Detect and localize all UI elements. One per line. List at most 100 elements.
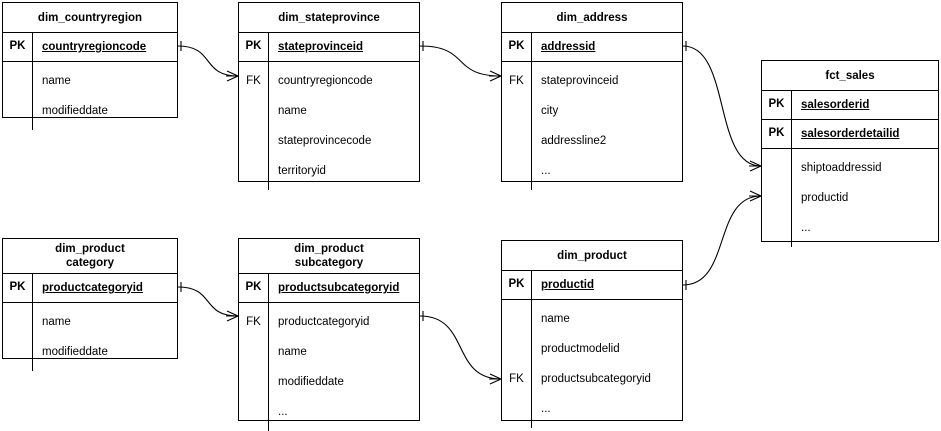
key-column: FK: [502, 300, 532, 428]
key-label-blank: [3, 307, 32, 337]
key-label-pk: PK: [3, 33, 33, 61]
attribute-row: name: [42, 75, 71, 87]
pk-column-name: stateprovinceid: [269, 33, 419, 61]
attribute-row: name: [278, 105, 307, 117]
pk-column-name: salesorderdetailid: [792, 120, 938, 148]
key-label-pk: PK: [239, 33, 269, 61]
pk-column-name: countryregioncode: [33, 33, 177, 61]
relationship-rel-product-fctsales[interactable]: [682, 190, 762, 290]
key-label-blank: [239, 397, 268, 427]
pk-row-dim_productsubcategory-0[interactable]: PK productsubcategoryid: [239, 273, 419, 302]
pk-column-name: productid: [532, 271, 682, 299]
relationship-rel-address-fctsales[interactable]: [682, 41, 762, 172]
attribute-row: ...: [541, 165, 551, 177]
pk-column-name: productsubcategoryid: [269, 274, 419, 302]
relationship-line: [419, 315, 502, 380]
relationship-rel-productcategory-subcategory[interactable]: [177, 282, 239, 322]
attribute-row: name: [278, 346, 307, 358]
attribute-row: city: [541, 105, 559, 117]
key-label-blank: [239, 156, 268, 186]
key-column: FK: [502, 62, 532, 190]
key-label-blank: [502, 334, 531, 364]
key-label-fk: FK: [509, 373, 524, 385]
pk-column-text: salesorderid: [801, 99, 870, 111]
relationship-rel-countryregion-stateprovince[interactable]: [177, 41, 239, 82]
relationship-line: [177, 45, 239, 77]
relationship-line: [177, 286, 239, 317]
key-label-fk: FK: [509, 75, 524, 87]
pk-row-fct_sales-0[interactable]: PK salesorderid: [762, 90, 938, 119]
key-label-blank: [502, 156, 531, 186]
key-label-blank: [502, 96, 531, 126]
key-label-pk: PK: [762, 91, 792, 119]
cardinality-many-crowsfoot: [226, 70, 239, 82]
key-label-pk: PK: [3, 274, 33, 302]
key-label-blank: [239, 337, 268, 367]
attribute-row: shiptoaddressid: [801, 162, 882, 174]
attribute-row: modifieddate: [42, 105, 108, 117]
key-label-blank: [502, 304, 531, 334]
attributes-section-dim_countryregion: name modifieddate: [3, 61, 177, 130]
attribute-row: ...: [801, 222, 811, 234]
attribute-row: productsubcategoryid: [541, 373, 651, 385]
cardinality-many-crowsfoot: [749, 160, 762, 172]
key-label-blank: [502, 394, 531, 424]
entity-title-dim_product: dim_product: [502, 241, 682, 270]
key-column: FK: [239, 303, 269, 431]
key-label-blank: [762, 153, 791, 183]
entity-title-line: dim_product: [294, 243, 364, 255]
relationship-rel-stateprovince-address[interactable]: [419, 41, 502, 82]
key-label-fk: FK: [246, 316, 261, 328]
relationship-line: [419, 45, 502, 77]
pk-column-text: countryregioncode: [42, 41, 147, 53]
attribute-row: stateprovincecode: [278, 135, 372, 147]
attribute-list: name modifieddate: [33, 62, 177, 130]
key-label-blank: [239, 126, 268, 156]
entity-title-line: dim_countryregion: [37, 11, 143, 24]
entity-title-line: dim_address: [556, 11, 628, 24]
entity-title-dim_countryregion: dim_countryregion: [3, 3, 177, 32]
entity-title-line: fct_sales: [825, 69, 875, 82]
pk-column-name: addressid: [532, 33, 682, 61]
pk-row-dim_countryregion-0[interactable]: PK countryregioncode: [3, 32, 177, 61]
entity-title-fct_sales: fct_sales: [762, 61, 938, 90]
key-label-blank: [502, 126, 531, 156]
key-label-blank: [762, 183, 791, 213]
relationship-line: [682, 195, 762, 286]
attribute-row: modifieddate: [42, 346, 108, 358]
key-column: [3, 303, 33, 371]
key-label-blank: [239, 367, 268, 397]
key-label-blank: [3, 96, 32, 126]
pk-column-name: salesorderid: [792, 91, 938, 119]
attribute-row: productcategoryid: [278, 316, 370, 328]
key-label-pk: PK: [239, 274, 269, 302]
relationship-rel-subcategory-product[interactable]: [419, 311, 502, 385]
entity-title-dim_address: dim_address: [502, 3, 682, 32]
cardinality-many-crowsfoot: [226, 310, 239, 322]
pk-column-text: productsubcategoryid: [278, 282, 400, 294]
key-label-pk: PK: [502, 33, 532, 61]
